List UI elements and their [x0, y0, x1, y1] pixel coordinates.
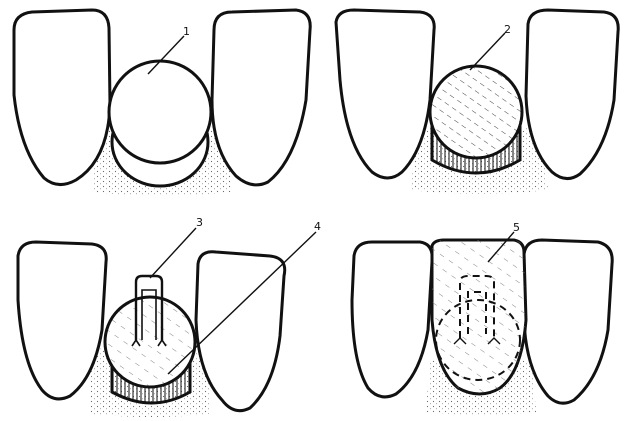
panel-3-4: 3 4 [18, 216, 321, 417]
panel-5: 5 [352, 221, 612, 415]
label-3: 3 [196, 216, 203, 229]
label-5: 5 [513, 221, 520, 234]
panel-1: 1 [14, 10, 310, 196]
label-2: 2 [504, 23, 511, 36]
right-tooth [526, 10, 618, 179]
leader-line-3 [150, 228, 196, 278]
label-1: 1 [183, 25, 190, 38]
spherical-crown [109, 61, 211, 163]
left-tooth [352, 242, 432, 397]
leader-line-2 [470, 33, 505, 70]
right-tooth [524, 240, 612, 403]
crown-fill [105, 297, 195, 387]
right-tooth [212, 10, 310, 185]
hatched-crown-fill [430, 66, 522, 158]
panel-2: 2 [336, 10, 618, 194]
left-tooth [14, 10, 110, 185]
label-4: 4 [314, 220, 321, 233]
